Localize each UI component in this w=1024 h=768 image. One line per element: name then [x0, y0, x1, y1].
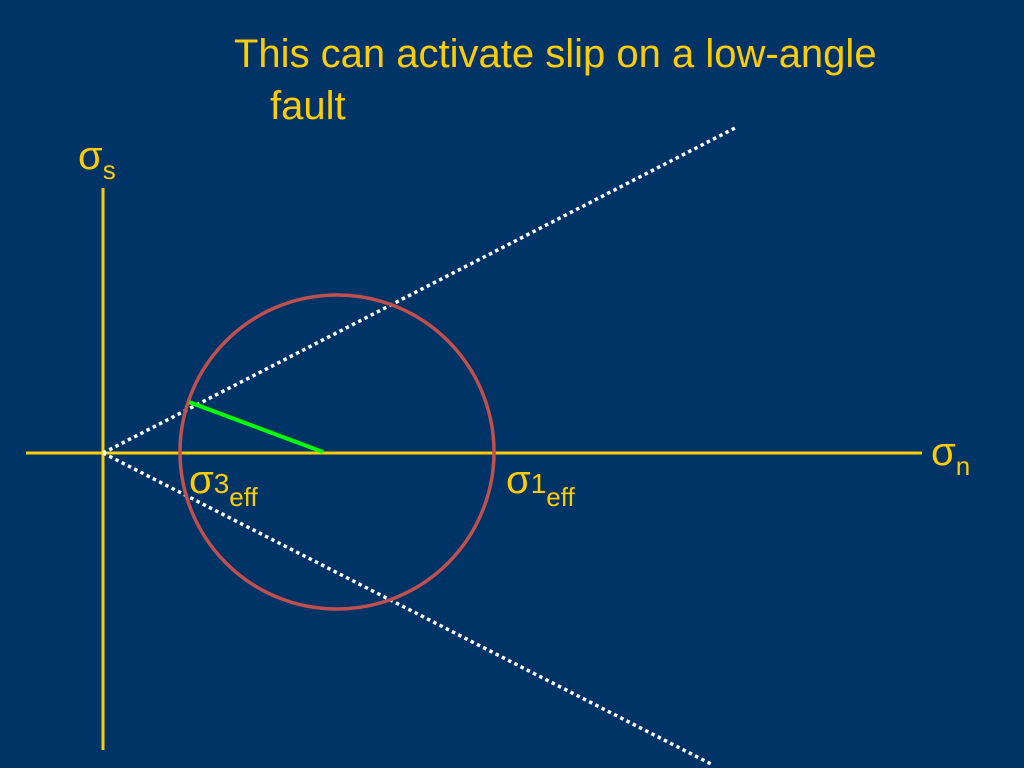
normal-stress-label: σn — [931, 430, 970, 481]
title-line-2: fault — [270, 84, 346, 128]
mohr-circle — [178, 293, 496, 611]
sigma1-eff-label: σ1eff — [506, 458, 575, 512]
lower-failure-envelope — [102, 451, 714, 767]
sigma3-eff-label: σ3eff — [189, 458, 258, 512]
slide-title: This can activate slip on a low-angle fa… — [234, 28, 994, 132]
fault-plane-radius — [188, 400, 324, 454]
title-line-1: This can activate slip on a low-angle — [234, 32, 877, 76]
shear-stress-label: σs — [78, 134, 116, 185]
